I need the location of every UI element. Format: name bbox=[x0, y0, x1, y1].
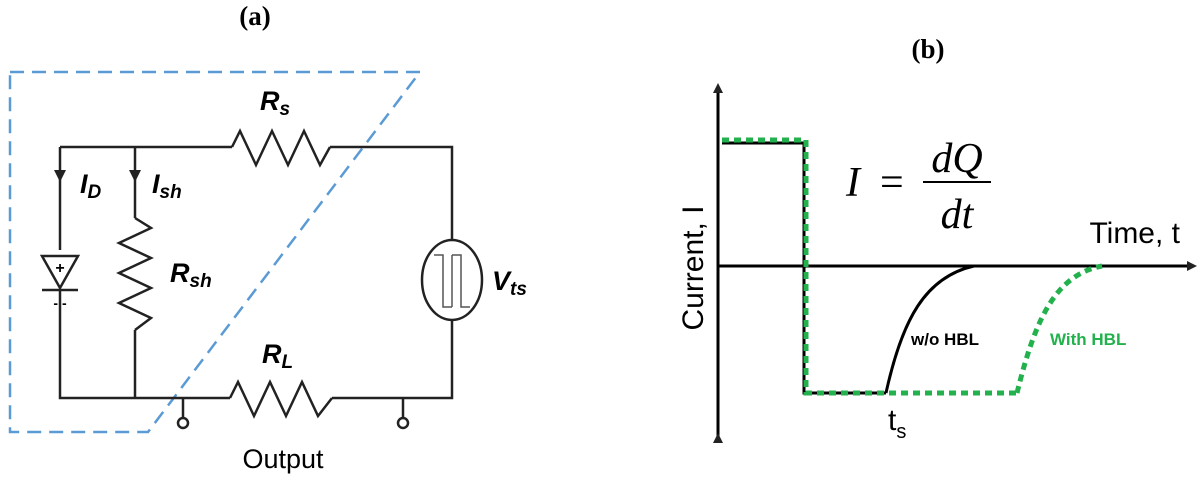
ish-current-arrow-icon bbox=[129, 170, 141, 182]
curve-with-hbl bbox=[722, 137, 1017, 396]
vts-label: Vts bbox=[492, 266, 527, 300]
x-axis-label: Time, t bbox=[1089, 217, 1180, 250]
diode-icon: + - - bbox=[39, 250, 81, 311]
ish-label: Ish bbox=[152, 169, 182, 203]
rl-label: RL bbox=[262, 339, 293, 373]
curve-with-hbl-recovery bbox=[1014, 263, 1103, 394]
series-resistor-rs bbox=[230, 128, 332, 168]
id-current-arrow-icon bbox=[54, 170, 66, 182]
rs-label: Rs bbox=[260, 86, 290, 120]
with-hbl-label: With HBL bbox=[1050, 330, 1126, 349]
output-terminal-right bbox=[396, 416, 410, 430]
ts-label: ts bbox=[888, 404, 906, 443]
rsh-label: Rsh bbox=[170, 258, 212, 292]
output-label: Output bbox=[242, 444, 324, 474]
load-resistor-rl bbox=[228, 379, 333, 419]
panel-b-label: (b) bbox=[912, 34, 945, 64]
equation: I = dQ dt bbox=[845, 136, 991, 238]
output-terminal-left bbox=[176, 416, 190, 430]
panel-a-label: (a) bbox=[239, 1, 270, 31]
svg-text:- -: - - bbox=[53, 295, 67, 311]
svg-text:+: + bbox=[55, 260, 64, 277]
curve-without-hbl-recovery bbox=[884, 264, 975, 394]
device-boundary-dashed bbox=[8, 70, 423, 434]
svg-text:I: I bbox=[845, 160, 862, 206]
without-hbl-label: w/o HBL bbox=[910, 330, 979, 349]
shunt-resistor-rsh bbox=[116, 216, 154, 331]
panel-b-graph: (b) Current, I Time, t I = dQ dt w/o HBL… bbox=[677, 34, 1197, 443]
y-axis-label: Current, I bbox=[677, 205, 710, 330]
id-label: ID bbox=[80, 169, 102, 203]
panel-a-circuit: (a) Rs RL Rsh ID Ish bbox=[8, 1, 527, 474]
circuit-wires bbox=[58, 145, 454, 418]
svg-text:dQ: dQ bbox=[931, 136, 982, 182]
svg-text:dt: dt bbox=[941, 192, 975, 238]
svg-text:=: = bbox=[880, 160, 904, 206]
voltage-source-icon bbox=[420, 238, 484, 322]
